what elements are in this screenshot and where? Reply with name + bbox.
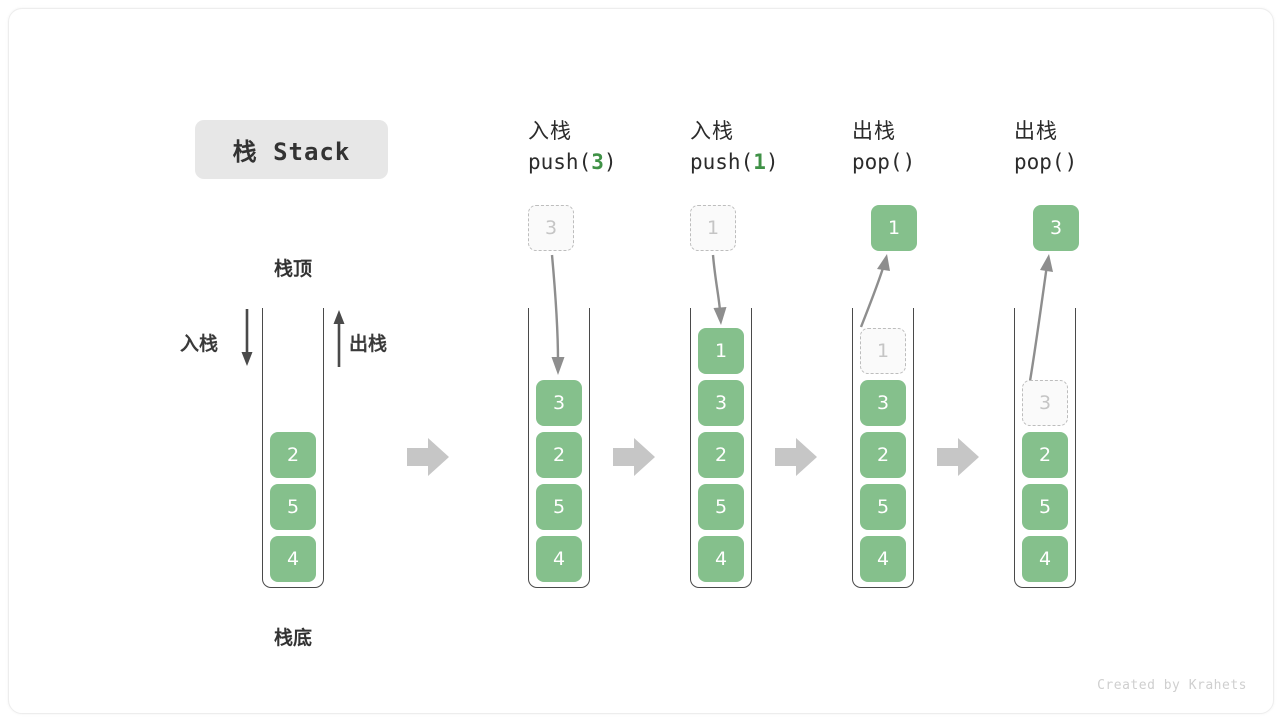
step-op-label: 入栈 xyxy=(690,119,734,143)
push-motion-arrow-icon xyxy=(711,254,727,325)
page-title: 栈 Stack xyxy=(232,138,351,166)
stack-cell: 1 xyxy=(698,328,744,374)
floating-value-box: 3 xyxy=(528,205,574,251)
stack-base xyxy=(528,570,590,588)
stack-cell: 5 xyxy=(536,484,582,530)
stack-cell: 4 xyxy=(1022,536,1068,582)
flow-arrow-icon xyxy=(613,438,655,476)
stack-cell: 4 xyxy=(860,536,906,582)
stack-cell-removed: 1 xyxy=(860,328,906,374)
stack-cell: 2 xyxy=(1022,432,1068,478)
pop-motion-arrow-icon xyxy=(1028,254,1053,382)
pop-direction-arrow-icon xyxy=(333,310,345,367)
stack-cell: 3 xyxy=(536,380,582,426)
call-suffix: ) xyxy=(603,150,617,174)
step-call-label: push(3) xyxy=(528,146,728,178)
stack-top-label: 栈顶 xyxy=(273,258,312,280)
stack-step-1: 3 2 5 4 xyxy=(528,308,590,588)
stack-wall-left xyxy=(528,308,529,572)
stack-step-4: 3 2 5 4 xyxy=(1014,308,1076,588)
stack-step-2: 1 3 2 5 4 xyxy=(690,308,752,588)
stack-cell: 3 xyxy=(860,380,906,426)
call-prefix: pop( xyxy=(852,150,903,174)
stack-container: 3 2 5 4 xyxy=(1014,308,1076,588)
stack-bottom-label: 栈底 xyxy=(273,627,312,649)
stack-cell: 2 xyxy=(860,432,906,478)
stack-cell: 4 xyxy=(698,536,744,582)
stack-container: 1 3 2 5 4 xyxy=(852,308,914,588)
flow-arrow-icon xyxy=(407,438,449,476)
step-call-label: pop() xyxy=(1014,146,1214,178)
stack-cell: 2 xyxy=(698,432,744,478)
stack-wall-right xyxy=(589,308,590,572)
stack-cell: 5 xyxy=(270,484,316,530)
step-call-label: push(1) xyxy=(690,146,890,178)
call-prefix: pop( xyxy=(1014,150,1065,174)
footer-credit: Created by Krahets xyxy=(1097,678,1247,693)
call-arg: 3 xyxy=(591,150,604,174)
stack-container: 3 2 5 4 xyxy=(528,308,590,588)
call-arg: 1 xyxy=(753,150,766,174)
floating-value-box: 1 xyxy=(871,205,917,251)
floating-value-box: 1 xyxy=(690,205,736,251)
push-side-label: 入栈 xyxy=(180,333,219,355)
stack-cell: 4 xyxy=(536,536,582,582)
step-op-label: 入栈 xyxy=(528,119,572,143)
step-op-label: 出栈 xyxy=(1014,119,1058,143)
stack-wall-left xyxy=(852,308,853,572)
stack-container-initial: 2 5 4 xyxy=(262,308,324,588)
stack-base xyxy=(690,570,752,588)
stack-base xyxy=(1014,570,1076,588)
stack-step-3: 1 3 2 5 4 xyxy=(852,308,914,588)
stack-cell: 5 xyxy=(1022,484,1068,530)
step-header: 出栈 pop() xyxy=(1014,116,1214,178)
flow-arrow-icon xyxy=(937,438,979,476)
pop-motion-arrow-icon xyxy=(859,254,890,328)
stack-cell: 3 xyxy=(698,380,744,426)
stack-container: 1 3 2 5 4 xyxy=(690,308,752,588)
call-prefix: push( xyxy=(528,150,592,174)
diagram-card: 栈 Stack 2 5 4 栈顶 栈底 入栈 出栈 入栈 xyxy=(8,8,1274,714)
floating-value-box: 3 xyxy=(1033,205,1079,251)
step-op-label: 出栈 xyxy=(852,119,896,143)
call-suffix: ) xyxy=(1064,150,1078,174)
step-call-label: pop() xyxy=(852,146,1052,178)
push-motion-arrow-icon xyxy=(550,254,565,375)
stack-base xyxy=(852,570,914,588)
call-suffix: ) xyxy=(765,150,779,174)
push-direction-arrow-icon xyxy=(241,309,253,366)
stack-cell: 5 xyxy=(698,484,744,530)
call-suffix: ) xyxy=(902,150,916,174)
call-prefix: push( xyxy=(690,150,754,174)
initial-stack: 2 5 4 xyxy=(262,308,324,588)
stack-cell-removed: 3 xyxy=(1022,380,1068,426)
step-header: 出栈 pop() xyxy=(852,116,1052,178)
stack-wall-right xyxy=(751,308,752,572)
stack-wall-right xyxy=(1075,308,1076,572)
stack-wall-right xyxy=(323,308,324,572)
stack-cell: 2 xyxy=(536,432,582,478)
pop-side-label: 出栈 xyxy=(349,333,388,355)
stack-wall-left xyxy=(1014,308,1015,572)
stack-cell: 5 xyxy=(860,484,906,530)
stack-base xyxy=(262,570,324,588)
stack-wall-right xyxy=(913,308,914,572)
stack-wall-left xyxy=(690,308,691,572)
stack-cell: 2 xyxy=(270,432,316,478)
stack-cell: 4 xyxy=(270,536,316,582)
step-header: 入栈 push(1) xyxy=(690,116,890,178)
step-header: 入栈 push(3) xyxy=(528,116,728,178)
diagram-title-chip: 栈 Stack xyxy=(195,120,388,179)
flow-arrow-icon xyxy=(775,438,817,476)
stack-wall-left xyxy=(262,308,263,572)
